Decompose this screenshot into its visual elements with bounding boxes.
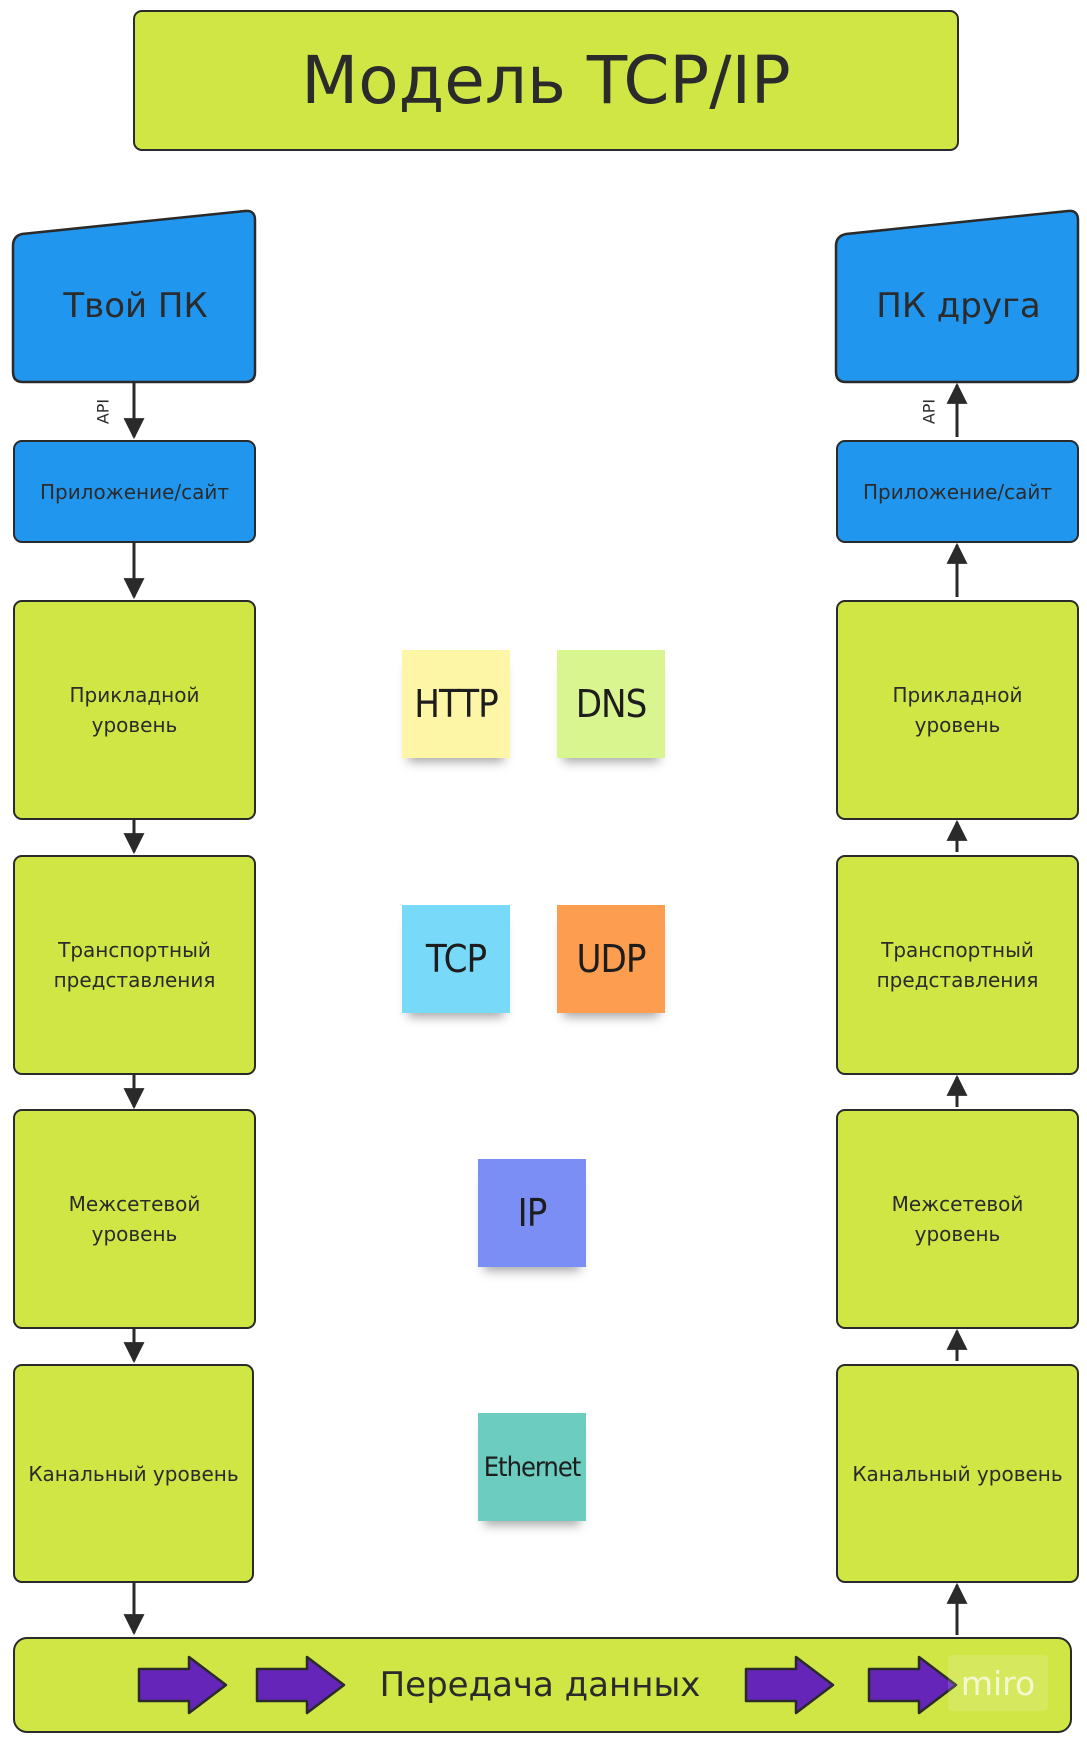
data-transfer-label: Передача данных	[379, 1665, 701, 1705]
sticky-note-ip: IP	[478, 1159, 586, 1267]
sticky-note-udp: UDP	[557, 905, 665, 1013]
miro-watermark: miro	[948, 1655, 1048, 1711]
right-layer-link: Канальный уровень	[836, 1364, 1079, 1583]
right-pc-shape	[834, 209, 1080, 384]
transfer-arrow-1	[137, 1655, 228, 1715]
sticky-note-tcp: TCP	[402, 905, 510, 1013]
transfer-arrow-3	[744, 1655, 835, 1715]
left-pc-label: Твой ПК	[63, 286, 208, 326]
left-pc-shape	[11, 209, 257, 384]
transfer-arrow-4	[867, 1655, 958, 1715]
sticky-note-ethernet: Ethernet	[478, 1413, 586, 1521]
left-layer-internet: Межсетевой уровень	[13, 1109, 256, 1329]
right-layer-transport: Транспортный представления	[836, 855, 1079, 1075]
transfer-arrow-2	[255, 1655, 346, 1715]
left-layer-application: Прикладной уровень	[13, 600, 256, 820]
right-layer-internet: Межсетевой уровень	[836, 1109, 1079, 1329]
right-layer-application: Прикладной уровень	[836, 600, 1079, 820]
right-pc-label: ПК друга	[876, 286, 1041, 326]
sticky-note-dns: DNS	[557, 650, 665, 758]
left-layer-transport: Транспортный представления	[13, 855, 256, 1075]
left-app-box: Приложение/сайт	[13, 440, 256, 543]
sticky-note-http: HTTP	[402, 650, 510, 758]
right-app-box: Приложение/сайт	[836, 440, 1079, 543]
left-layer-link: Канальный уровень	[13, 1364, 254, 1583]
diagram-title: Модель TCP/IP	[133, 10, 959, 151]
